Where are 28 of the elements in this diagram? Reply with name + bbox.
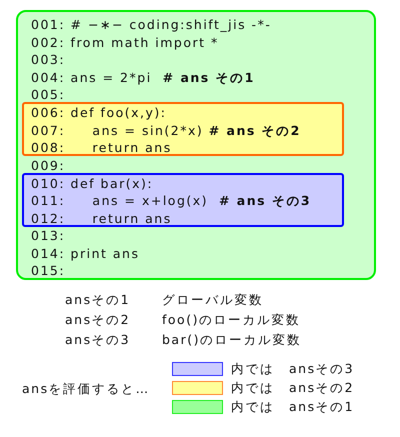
legend-label: 内では ansその1 bbox=[231, 399, 354, 415]
variable-name: ansその2 bbox=[65, 312, 130, 328]
code-line: 002: from math import * bbox=[31, 35, 219, 51]
code-line: 015: bbox=[31, 263, 66, 279]
code-line: 012: return ans bbox=[31, 211, 172, 227]
code-line: 013: bbox=[31, 228, 66, 244]
code-line: 014: print ans bbox=[31, 246, 140, 262]
function-block bbox=[22, 102, 344, 156]
legend-label: 内では ansその2 bbox=[231, 380, 354, 396]
code-line: 008: return ans bbox=[31, 140, 172, 156]
evaluation-note: ansを評価すると… bbox=[22, 381, 150, 397]
scope-description: bar()のローカル変数 bbox=[162, 332, 302, 348]
variable-name: ansその3 bbox=[65, 332, 130, 348]
code-line: 001: # −∗− coding:shift_jis -*- bbox=[31, 17, 272, 33]
function-block bbox=[22, 173, 344, 227]
code-line: 009: bbox=[31, 158, 66, 174]
code-line: 006: def foo(x,y): bbox=[31, 105, 166, 121]
code-line: 005: bbox=[31, 87, 66, 103]
scope-description: foo()のローカル変数 bbox=[162, 312, 300, 328]
code-line: 010: def bar(x): bbox=[31, 176, 154, 192]
code-block bbox=[16, 10, 376, 280]
variable-name: ansその1 bbox=[65, 292, 130, 308]
code-line: 003: bbox=[31, 52, 66, 68]
code-line: 004: ans = 2*pi # ans その1 bbox=[31, 70, 255, 86]
scope-description: グローバル変数 bbox=[162, 292, 264, 308]
code-line: 011: ans = x+log(x) # ans その3 bbox=[31, 193, 312, 209]
code-line: 007: ans = sin(2*x) # ans その2 bbox=[31, 123, 301, 139]
legend-label: 内では ansその3 bbox=[231, 361, 354, 377]
